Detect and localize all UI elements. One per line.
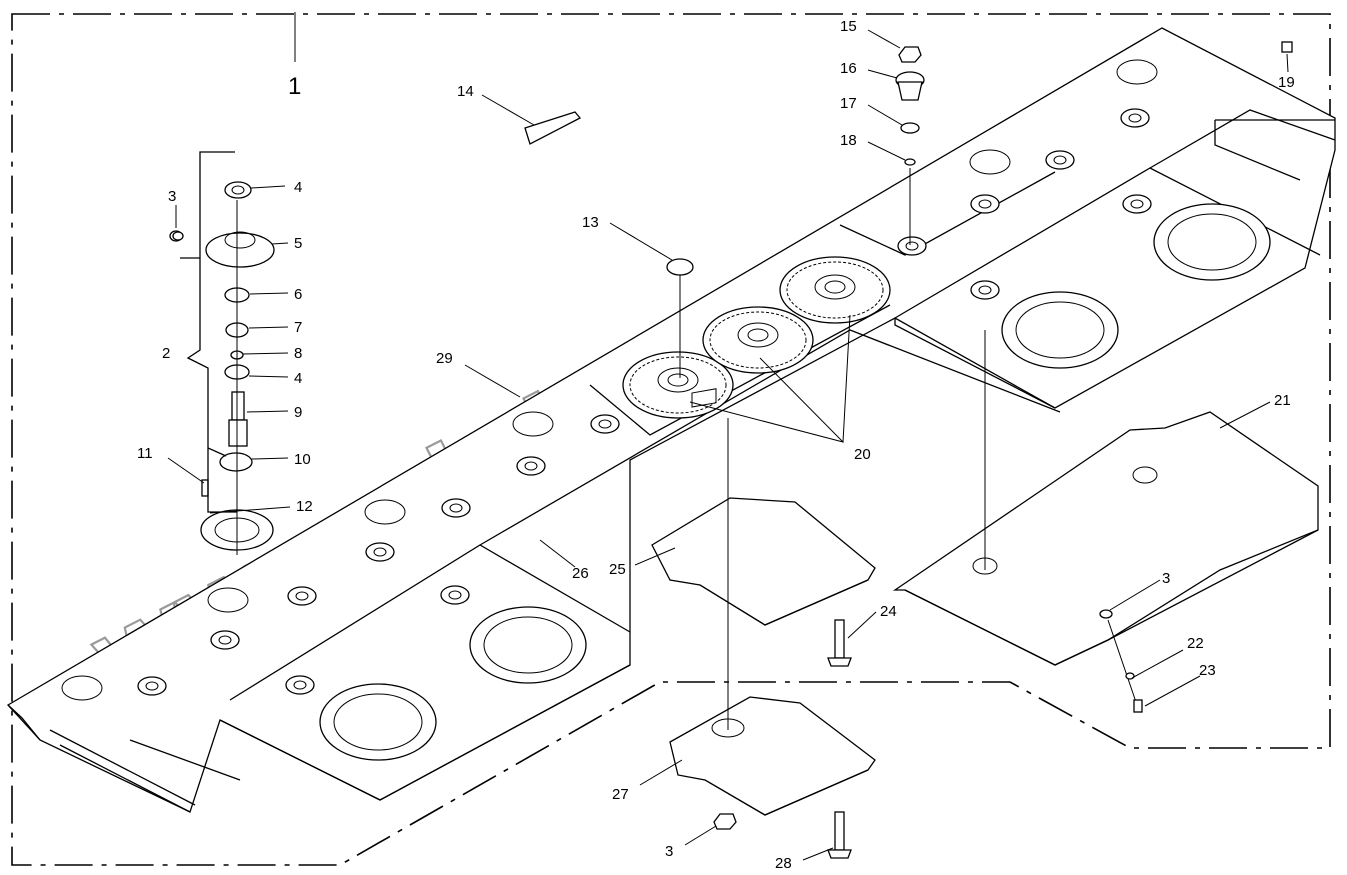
callout-6: 6 [294, 286, 302, 303]
skid-plate-27 [669, 696, 876, 816]
skid-plate-25 [651, 388, 876, 626]
fasteners [172, 41, 1293, 859]
callout-7: 7 [294, 319, 302, 336]
callout-4-upper: 4 [294, 179, 302, 196]
callout-3-cover: 3 [1162, 570, 1170, 587]
gear-1 [622, 351, 734, 419]
bearing-housing-4 [1153, 203, 1271, 281]
callout-8: 8 [294, 345, 302, 362]
callout-25: 25 [609, 561, 626, 578]
callout-5: 5 [294, 235, 302, 252]
callout-27: 27 [612, 786, 629, 803]
callout-13: 13 [582, 214, 599, 231]
cutter-bar-housing [6, 27, 1336, 813]
gear-3 [779, 256, 891, 324]
callout-1: 1 [288, 73, 301, 100]
bearing-housing-1 [319, 683, 437, 761]
gear-2 [702, 306, 814, 374]
callout-19: 19 [1278, 74, 1295, 91]
callout-2: 2 [162, 345, 170, 362]
spindle-assembly [169, 151, 275, 555]
bearing-housing-2 [469, 606, 587, 684]
callout-23: 23 [1199, 662, 1216, 679]
callout-14: 14 [457, 83, 474, 100]
callout-3-skid: 3 [665, 843, 673, 860]
callout-16: 16 [840, 60, 857, 77]
callout-12: 12 [296, 498, 313, 515]
callout-17: 17 [840, 95, 857, 112]
assembly-boundary [11, 13, 1331, 866]
cover-plate-21 [892, 411, 1319, 666]
callout-10: 10 [294, 451, 311, 468]
callout-labels: 1 2 3 3 3 4 4 5 6 7 8 9 10 11 12 13 14 1… [137, 18, 1295, 872]
callout-4-lower: 4 [294, 370, 302, 387]
callout-29: 29 [436, 350, 453, 367]
callout-15: 15 [840, 18, 857, 35]
leader-lines [167, 12, 1289, 861]
callout-20: 20 [854, 446, 871, 463]
callout-24: 24 [880, 603, 897, 620]
bushing-holes [137, 108, 1152, 696]
bearing-housing-3 [1001, 291, 1119, 369]
callout-9: 9 [294, 404, 302, 421]
callout-26: 26 [572, 565, 589, 582]
callout-22: 22 [1187, 635, 1204, 652]
callout-21: 21 [1274, 392, 1291, 409]
callout-11: 11 [137, 445, 153, 462]
callout-18: 18 [840, 132, 857, 149]
callout-28: 28 [775, 855, 792, 872]
stud-rings [61, 59, 1158, 701]
callout-3-spindle: 3 [168, 188, 176, 205]
